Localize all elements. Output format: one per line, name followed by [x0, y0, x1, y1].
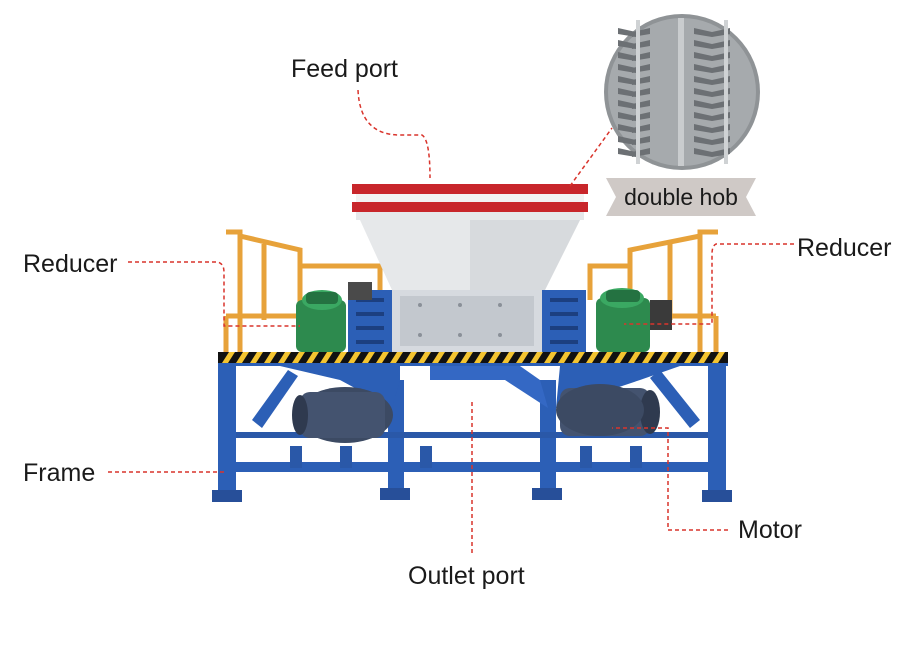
hob-tooth: [694, 28, 712, 37]
hob-tooth: [694, 88, 712, 97]
stripe: [446, 352, 459, 363]
stripe: [600, 352, 613, 363]
hob-tooth: [694, 148, 712, 157]
stripe: [628, 352, 641, 363]
motor-left: [292, 387, 393, 443]
double-hob-banner: double hob: [606, 178, 756, 216]
hob-tooth: [618, 52, 636, 61]
hob-tooth: [694, 112, 712, 121]
hob-tooth: [618, 40, 636, 49]
label-outlet-port: Outlet port: [408, 562, 525, 590]
hob-tooth: [618, 76, 636, 85]
stripe: [432, 352, 445, 363]
hob-tooth: [694, 100, 712, 109]
stripe: [460, 352, 473, 363]
stripe: [376, 352, 389, 363]
leader-double-hob: [569, 127, 613, 187]
stripe: [404, 352, 417, 363]
leader-motor: [612, 427, 728, 531]
label-double-hob: double hob: [624, 183, 738, 210]
stripe: [362, 352, 375, 363]
banner-shape: [606, 178, 756, 216]
stripe: [586, 352, 599, 363]
label-motor: Motor: [738, 516, 802, 544]
railing-left: [223, 229, 383, 352]
hob-detail-icon: [604, 14, 760, 170]
stripe: [264, 352, 277, 363]
stripe: [418, 352, 431, 363]
cutting-chamber: [348, 290, 586, 352]
hob-tooth: [694, 136, 712, 145]
safety-stripe: [218, 352, 728, 363]
stripe: [250, 352, 263, 363]
hob-tooth: [694, 76, 712, 85]
hopper: [352, 184, 588, 290]
stripe: [558, 352, 571, 363]
stripe: [572, 352, 585, 363]
stripe: [656, 352, 669, 363]
stripe: [670, 352, 683, 363]
motor-right: [556, 384, 660, 436]
stripe: [306, 352, 319, 363]
hob-tooth: [618, 112, 636, 121]
hob-tooth: [694, 124, 712, 133]
reducer-right: [596, 288, 672, 352]
stripe: [474, 352, 487, 363]
leader-feed-port: [357, 89, 431, 179]
stripe: [320, 352, 333, 363]
leader-reducer-right: [624, 243, 794, 325]
stripe: [390, 352, 403, 363]
label-feed-port: Feed port: [291, 55, 399, 83]
stripe: [614, 352, 627, 363]
label-reducer-left: Reducer: [23, 250, 118, 278]
label-frame: Frame: [23, 459, 96, 487]
stripe: [292, 352, 305, 363]
reducer-left: [296, 282, 372, 352]
stripe: [278, 352, 291, 363]
hob-tooth: [694, 52, 712, 61]
stripe: [222, 352, 235, 363]
stripe: [334, 352, 347, 363]
stripe: [236, 352, 249, 363]
hob-tooth: [618, 28, 636, 37]
stripe: [530, 352, 543, 363]
hob-tooth: [618, 136, 636, 145]
hob-tooth: [694, 40, 712, 49]
leader-lines: [108, 89, 794, 556]
stripe: [488, 352, 501, 363]
stripe: [684, 352, 697, 363]
hob-tooth: [618, 88, 636, 97]
hob-tooth: [618, 100, 636, 109]
hob-tooth: [618, 148, 636, 157]
stripe: [642, 352, 655, 363]
stripe: [698, 352, 711, 363]
label-reducer-right: Reducer: [797, 234, 892, 262]
hob-tooth: [618, 64, 636, 73]
stripe: [516, 352, 529, 363]
hob-tooth: [618, 124, 636, 133]
stripe: [544, 352, 557, 363]
hob-tooth: [694, 64, 712, 73]
stripe: [348, 352, 361, 363]
stripe: [502, 352, 515, 363]
stripe: [712, 352, 725, 363]
